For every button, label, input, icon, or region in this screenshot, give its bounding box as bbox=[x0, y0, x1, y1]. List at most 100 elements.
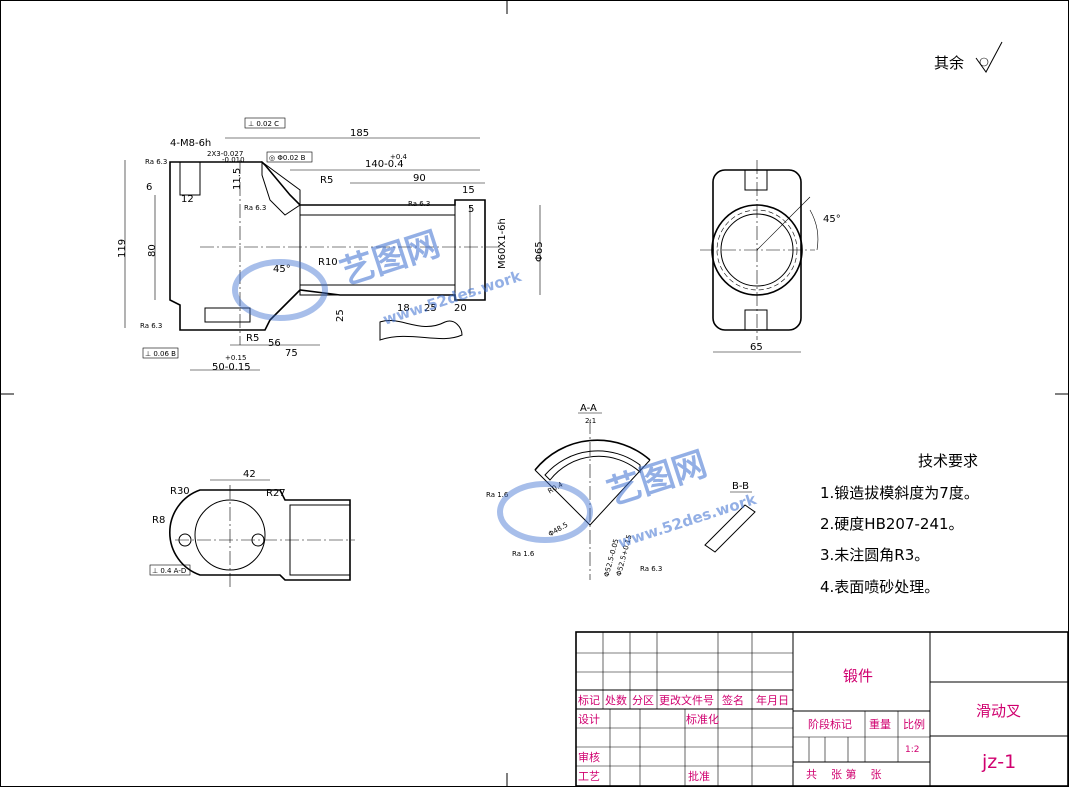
roughness-front-2: Ra 6.3 bbox=[244, 204, 266, 212]
section-aa-scale: 2:1 bbox=[585, 417, 596, 425]
bottom-dim-r27: R27 bbox=[266, 488, 286, 499]
dim-2x3: 2X3-0.027 bbox=[207, 150, 243, 158]
tb-row-approve: 批准 bbox=[688, 769, 710, 783]
tb-drawing-no: jz-1 bbox=[981, 751, 1016, 773]
tb-header-mark: 标记 bbox=[578, 693, 600, 707]
dim-75: 75 bbox=[285, 348, 298, 359]
section-bb: B-B bbox=[704, 481, 756, 553]
tech-req-item-3: 3.未注圆角R3。 bbox=[820, 546, 929, 564]
dim-25-vertical: 25 bbox=[335, 309, 346, 322]
bottom-tolerance-box bbox=[149, 564, 191, 576]
side-dim-65: 65 bbox=[750, 342, 763, 353]
lower-lug bbox=[204, 307, 251, 323]
section-aa-hatch bbox=[544, 450, 641, 481]
section-aa-rough-1: Ra 1.6 bbox=[486, 491, 509, 499]
hatched-shaft-wall-top bbox=[299, 204, 456, 216]
dim-m60-thread: M60X1-6h bbox=[497, 218, 508, 269]
break-section bbox=[379, 320, 463, 341]
tb-stage-mark: 阶段标记 bbox=[808, 717, 852, 731]
title-block: 锻件 滑动叉 jz-1 1:2 标记 处数 分区 更改文件号 签名 年月日 设计… bbox=[575, 631, 1069, 787]
dim-140: 140-0.4 bbox=[365, 159, 404, 170]
tolerance-frame-2: ◎ Φ0.02 B bbox=[269, 154, 306, 162]
dim-r10: R10 bbox=[318, 257, 338, 268]
section-bb-shape bbox=[704, 504, 756, 553]
dim-45deg: 45° bbox=[273, 264, 291, 275]
tb-header-zone: 分区 bbox=[632, 694, 654, 707]
dim-90: 90 bbox=[413, 173, 426, 184]
side-dim-45: 45° bbox=[823, 214, 841, 225]
tb-material: 锻件 bbox=[843, 667, 873, 685]
tb-row-review: 审核 bbox=[578, 750, 600, 764]
tech-req-item-2: 2.硬度HB207-241。 bbox=[820, 515, 964, 533]
tb-weight: 重量 bbox=[869, 717, 891, 731]
dim-r5-bottom: R5 bbox=[246, 333, 259, 344]
general-roughness-note: 其余 bbox=[934, 41, 1003, 73]
watermark-1-brand: 艺图网 bbox=[335, 224, 444, 294]
tb-row-standard: 标准化 bbox=[686, 712, 719, 726]
hatched-section-top bbox=[261, 161, 301, 216]
side-bottom-slot bbox=[744, 309, 768, 331]
watermark-1-url: www.52des.work bbox=[381, 267, 525, 329]
section-aa-rough-2: Ra 1.6 bbox=[512, 550, 535, 558]
dim-2x3-tol: -0.010 bbox=[222, 156, 245, 164]
tb-header-date: 年月日 bbox=[756, 693, 789, 707]
watermark-2: 艺图网 www.52des.work bbox=[497, 444, 759, 552]
dim-18: 18 bbox=[397, 303, 410, 314]
tolerance-frame-2-box bbox=[266, 151, 313, 163]
bottom-dim-r8: R8 bbox=[152, 515, 165, 526]
side-view: 45° 65 bbox=[700, 160, 841, 353]
roughness-front-3: Ra 6.3 bbox=[140, 322, 162, 330]
dim-phi65: Φ65 bbox=[534, 241, 545, 262]
tech-req-item-4: 4.表面喷砂处理。 bbox=[820, 578, 939, 596]
section-aa-outer-arc bbox=[534, 439, 651, 471]
side-45-arc bbox=[809, 209, 819, 251]
roughness-front-1: Ra 6.3 bbox=[145, 158, 167, 166]
tb-sheet: 共 张 第 张 bbox=[806, 767, 881, 781]
roughness-note-label: 其余 bbox=[934, 54, 964, 72]
tech-requirements: 技术要求 1.锻造拔模斜度为7度。 2.硬度HB207-241。 3.未注圆角R… bbox=[820, 452, 979, 596]
section-aa-rough-3: Ra 6.3 bbox=[640, 565, 662, 573]
watermark-1: 艺图网 www.52des.work bbox=[232, 224, 525, 329]
bottom-dim-r30: R30 bbox=[170, 486, 190, 497]
tolerance-frame-3-box bbox=[142, 347, 179, 359]
tb-part-name: 滑动叉 bbox=[976, 702, 1021, 720]
fork-outline bbox=[169, 161, 486, 331]
dim-r5-top: R5 bbox=[320, 175, 333, 186]
bottom-dim-42: 42 bbox=[243, 469, 256, 480]
dim-80: 80 bbox=[147, 244, 158, 257]
dim-15: 15 bbox=[462, 185, 475, 196]
bottom-tolerance: ⊥ 0.4 A-D bbox=[152, 567, 186, 575]
tb-scale: 比例 bbox=[903, 717, 925, 731]
tb-row-design: 设计 bbox=[578, 713, 600, 726]
tech-req-item-1: 1.锻造拔模斜度为7度。 bbox=[820, 484, 979, 502]
roughness-circle-symbol bbox=[979, 57, 989, 67]
dim-5: 5 bbox=[468, 204, 474, 215]
dim-thread-holes: 4-M8-6h bbox=[170, 138, 211, 149]
dim-6: 6 bbox=[146, 182, 152, 193]
tolerance-frame-1-box bbox=[244, 117, 286, 129]
tech-req-title: 技术要求 bbox=[918, 452, 978, 470]
dim-56: 56 bbox=[268, 338, 281, 349]
dim-12: 12 bbox=[181, 194, 194, 205]
roughness-check-symbol bbox=[975, 41, 1003, 73]
dim-20: 20 bbox=[454, 303, 467, 314]
side-top-slot bbox=[744, 169, 768, 191]
dim-140-tol: +0.4 bbox=[390, 153, 408, 161]
tolerance-frame-1: ⊥ 0.02 C bbox=[248, 120, 279, 128]
dim-185: 185 bbox=[350, 128, 369, 139]
dim-11-5: 11.5 bbox=[232, 168, 243, 190]
roughness-front-4: Ra 6.3 bbox=[408, 200, 430, 208]
hatched-shaft-wall-bottom bbox=[299, 284, 456, 296]
side-45-line bbox=[756, 196, 811, 251]
tolerance-frame-3: ⊥ 0.06 B bbox=[145, 350, 176, 358]
watermark-1-logo-icon bbox=[232, 259, 328, 321]
watermark-2-logo-icon bbox=[497, 481, 593, 543]
dim-50: 50-0.15 bbox=[212, 362, 251, 373]
bottom-outline bbox=[168, 489, 351, 581]
tb-row-process: 工艺 bbox=[578, 770, 600, 783]
tb-scale-value: 1:2 bbox=[905, 745, 919, 755]
dim-25: 25 bbox=[424, 303, 437, 314]
dim-50-tol: +0.15 bbox=[225, 354, 246, 362]
